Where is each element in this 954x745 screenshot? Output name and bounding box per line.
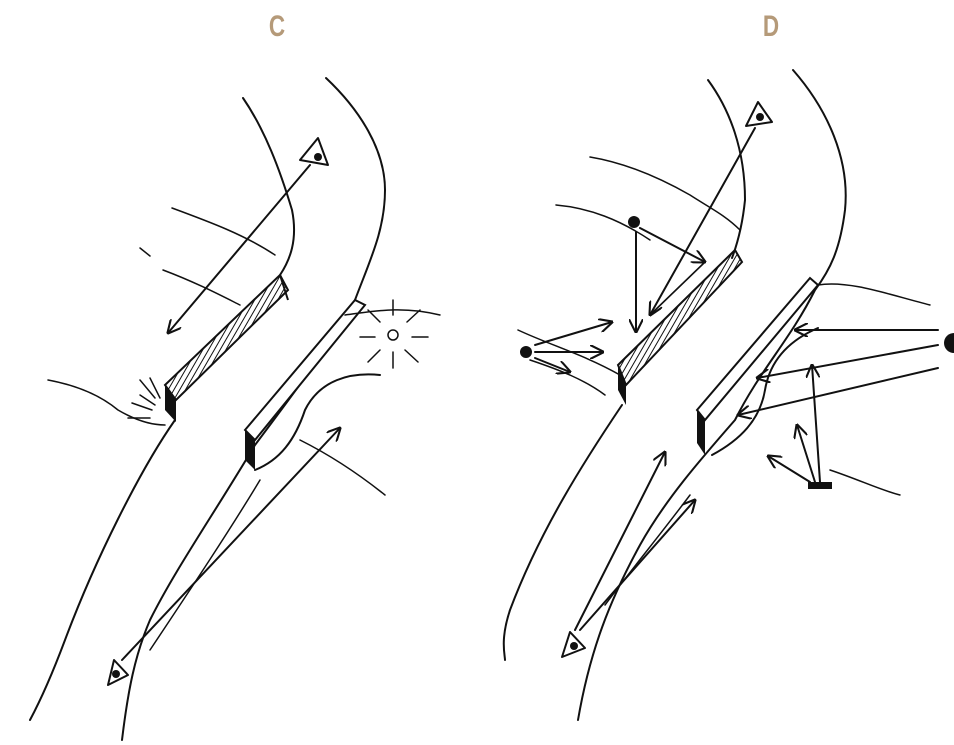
- observer-dot: [628, 216, 640, 228]
- terrain-curve: [255, 374, 380, 470]
- terrain-line: [140, 248, 150, 256]
- panel-c-drawing: [30, 78, 440, 740]
- sight-arrow: [122, 428, 340, 660]
- terrain-line: [163, 270, 240, 305]
- sight-arrow: [575, 452, 665, 630]
- observer-dot: [520, 346, 532, 358]
- noise-arrow: [535, 358, 570, 372]
- sight-arrow: [168, 165, 310, 333]
- terrain-line: [518, 330, 620, 395]
- eye-icon: [108, 660, 128, 685]
- open-wall: [245, 300, 365, 470]
- road-left-edge: [30, 98, 294, 720]
- eye-icon: [300, 138, 328, 165]
- source-arrow: [797, 425, 815, 482]
- source-arrow: [812, 365, 820, 482]
- light-source-icon: [944, 333, 954, 353]
- noise-arrow: [535, 322, 612, 345]
- terrain-line: [172, 208, 275, 255]
- panel-d-drawing: [504, 70, 954, 720]
- ground-source-icon: [808, 482, 832, 489]
- sight-arrow: [580, 500, 695, 630]
- sun-burst-icon: [128, 378, 160, 418]
- road-right-edge: [122, 78, 385, 740]
- sight-line: [605, 495, 690, 605]
- source-arrow: [768, 456, 810, 482]
- eye-icon: [562, 632, 585, 657]
- terrain-line: [818, 284, 930, 495]
- open-wall: [697, 278, 818, 455]
- sight-line: [150, 480, 260, 650]
- eye-icon: [746, 102, 772, 126]
- terrain-line: [300, 440, 385, 495]
